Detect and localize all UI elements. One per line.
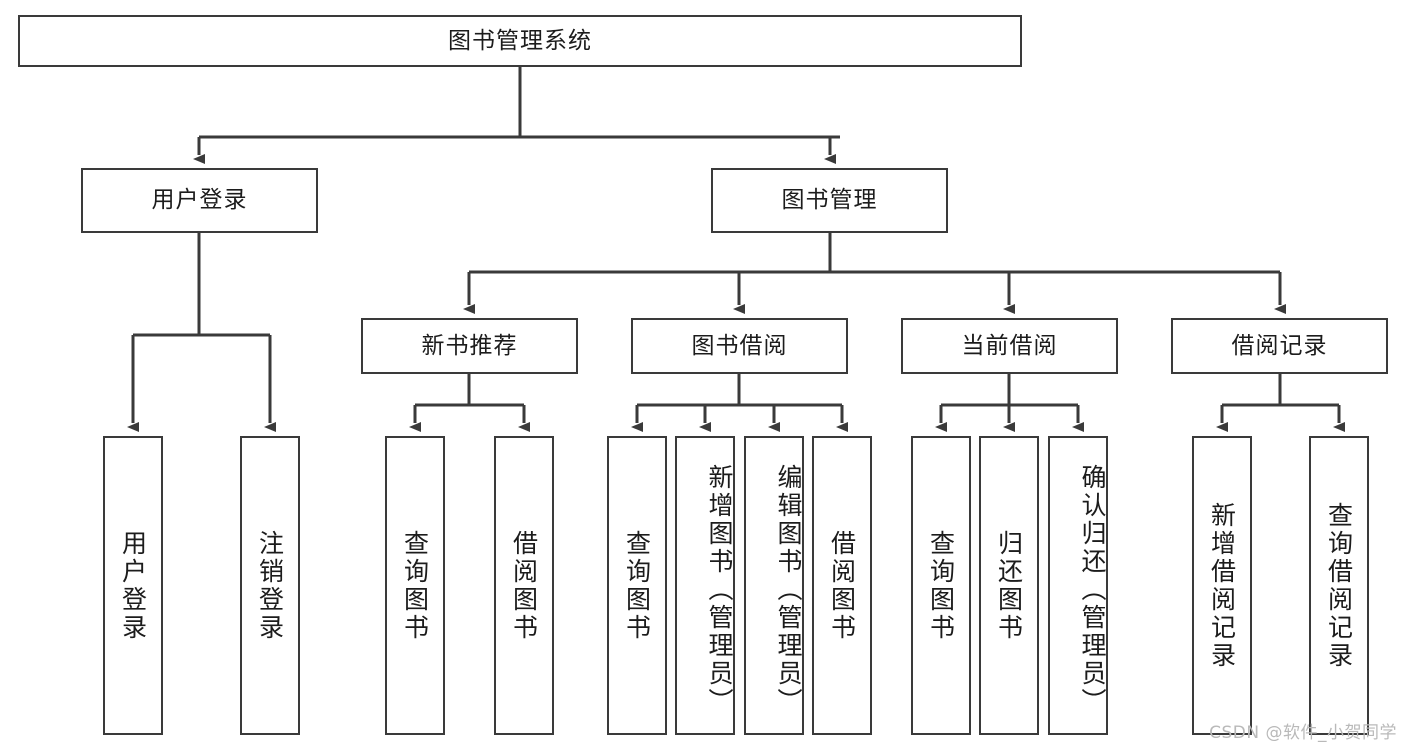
leaf-query-borrow-record[interactable]: 查询借阅记录: [1309, 436, 1369, 735]
leaf-query-book-borrow[interactable]: 查询图书: [607, 436, 667, 735]
leaf-confirm-return-admin[interactable]: 确认归还（管理员）: [1048, 436, 1108, 735]
node-label: 查询图书: [400, 529, 430, 642]
node-book-management[interactable]: 图书管理: [711, 168, 948, 233]
node-label: 借阅图书: [827, 529, 857, 642]
node-label: 编辑图书（管理员）: [774, 463, 803, 716]
node-root-book-management-system[interactable]: 图书管理系统: [18, 15, 1022, 67]
node-label: 查询图书: [622, 529, 652, 642]
node-label: 用户登录: [118, 529, 148, 642]
node-label: 借阅记录: [1231, 332, 1328, 359]
leaf-add-borrow-record[interactable]: 新增借阅记录: [1192, 436, 1252, 735]
node-new-book-recommend[interactable]: 新书推荐: [361, 318, 578, 374]
node-label: 借阅图书: [509, 529, 539, 642]
node-label: 查询借阅记录: [1324, 501, 1354, 670]
node-book-borrow[interactable]: 图书借阅: [631, 318, 848, 374]
node-label: 图书管理: [781, 187, 878, 214]
node-user-login[interactable]: 用户登录: [81, 168, 318, 233]
csdn-watermark: CSDN @软件_小贺同学: [1209, 723, 1397, 743]
leaf-query-book-recommend[interactable]: 查询图书: [385, 436, 445, 735]
node-label: 确认归还（管理员）: [1078, 463, 1107, 716]
leaf-edit-book-admin[interactable]: 编辑图书（管理员）: [744, 436, 804, 735]
node-label: 查询图书: [926, 529, 956, 642]
leaf-borrow-book-borrow[interactable]: 借阅图书: [812, 436, 872, 735]
leaf-borrow-book-recommend[interactable]: 借阅图书: [494, 436, 554, 735]
leaf-return-book[interactable]: 归还图书: [979, 436, 1039, 735]
node-label: 当前借阅: [961, 332, 1058, 359]
node-label: 注销登录: [255, 529, 285, 642]
leaf-user-login[interactable]: 用户登录: [103, 436, 163, 735]
node-label: 新书推荐: [421, 332, 518, 359]
node-label: 归还图书: [994, 529, 1024, 642]
leaf-query-book-current[interactable]: 查询图书: [911, 436, 971, 735]
node-label: 新增图书（管理员）: [705, 463, 734, 716]
node-current-borrow[interactable]: 当前借阅: [901, 318, 1118, 374]
node-borrow-record[interactable]: 借阅记录: [1171, 318, 1388, 374]
node-label: 图书管理系统: [448, 27, 592, 54]
leaf-logout-login[interactable]: 注销登录: [240, 436, 300, 735]
node-label: 用户登录: [151, 187, 248, 214]
node-label: 图书借阅: [691, 332, 788, 359]
node-label: 新增借阅记录: [1207, 501, 1237, 670]
leaf-add-book-admin[interactable]: 新增图书（管理员）: [675, 436, 735, 735]
